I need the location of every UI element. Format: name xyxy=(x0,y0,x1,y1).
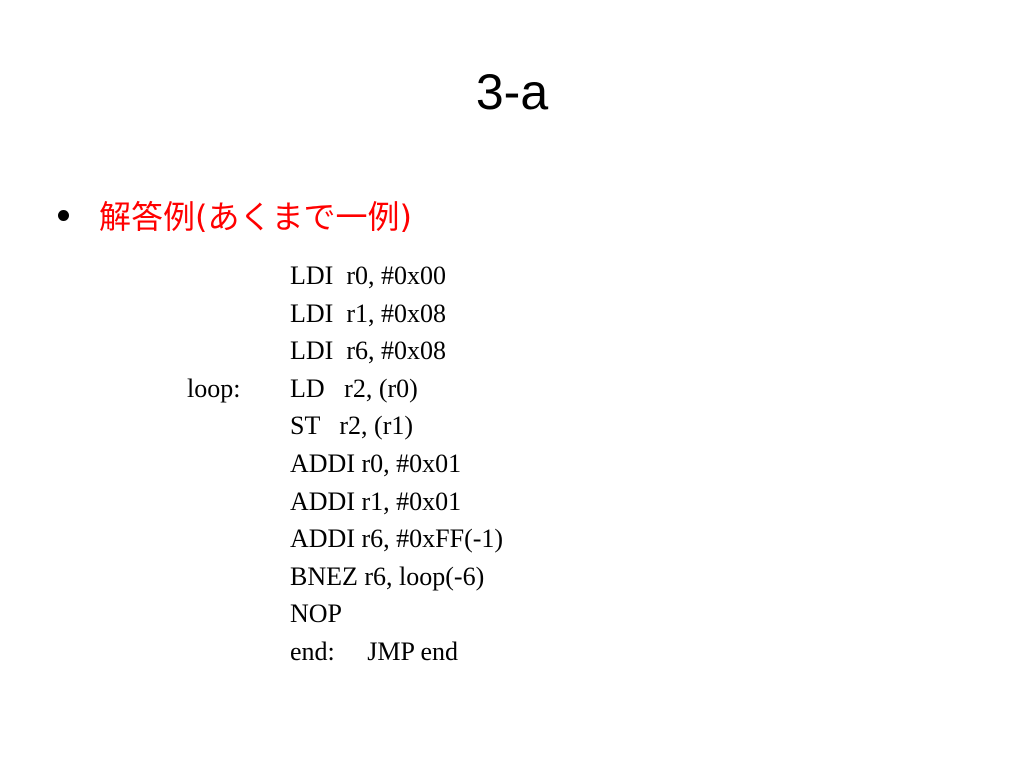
bullet-dot-icon xyxy=(58,209,69,221)
code-line: ST r2, (r1) xyxy=(0,407,1024,445)
code-instruction: LDI r0, #0x00 xyxy=(290,261,446,290)
slide-title: 3-a xyxy=(475,64,549,120)
code-instruction: NOP xyxy=(290,599,343,629)
code-line: ADDI r0, #0x01 xyxy=(0,445,1024,483)
code-instruction: LDI r6, #0x08 xyxy=(290,336,446,366)
code-line: ADDI r6, #0xFF(-1) xyxy=(0,520,1024,558)
code-instruction: ST r2, (r1) xyxy=(290,411,414,441)
bullet-item: 解答例(あくまで一例) xyxy=(58,193,412,237)
code-line: ADDI r1, #0x01 xyxy=(0,483,1024,521)
code-label: loop: xyxy=(187,373,241,403)
assembly-code-block: LDI r0, #0x00 LDI r1, #0x08 LDI r6, #0x0… xyxy=(0,257,1024,671)
code-instruction: ADDI r6, #0xFF(-1) xyxy=(290,524,504,554)
code-instruction: BNEZ r6, loop(-6) xyxy=(290,561,485,591)
code-instruction: LDI r1, #0x08 xyxy=(290,298,446,328)
code-line: BNEZ r6, loop(-6) xyxy=(0,558,1024,596)
bullet-text: 解答例(あくまで一例) xyxy=(99,198,412,236)
code-instruction: ADDI r0, #0x01 xyxy=(290,448,462,478)
code-line: LDI r6, #0x08 xyxy=(0,332,1024,370)
code-line: LDI r0, #0x00 xyxy=(0,257,1024,295)
code-line: LDI r1, #0x08 xyxy=(0,295,1024,333)
code-line: end: JMP end xyxy=(0,633,1024,671)
code-line: loop: LD r2, (r0) xyxy=(0,370,1024,408)
code-instruction: end: JMP end xyxy=(290,636,459,666)
code-line: NOP xyxy=(0,595,1024,633)
code-instruction: ADDI r1, #0x01 xyxy=(290,486,462,516)
code-instruction: LD r2, (r0) xyxy=(290,373,418,403)
